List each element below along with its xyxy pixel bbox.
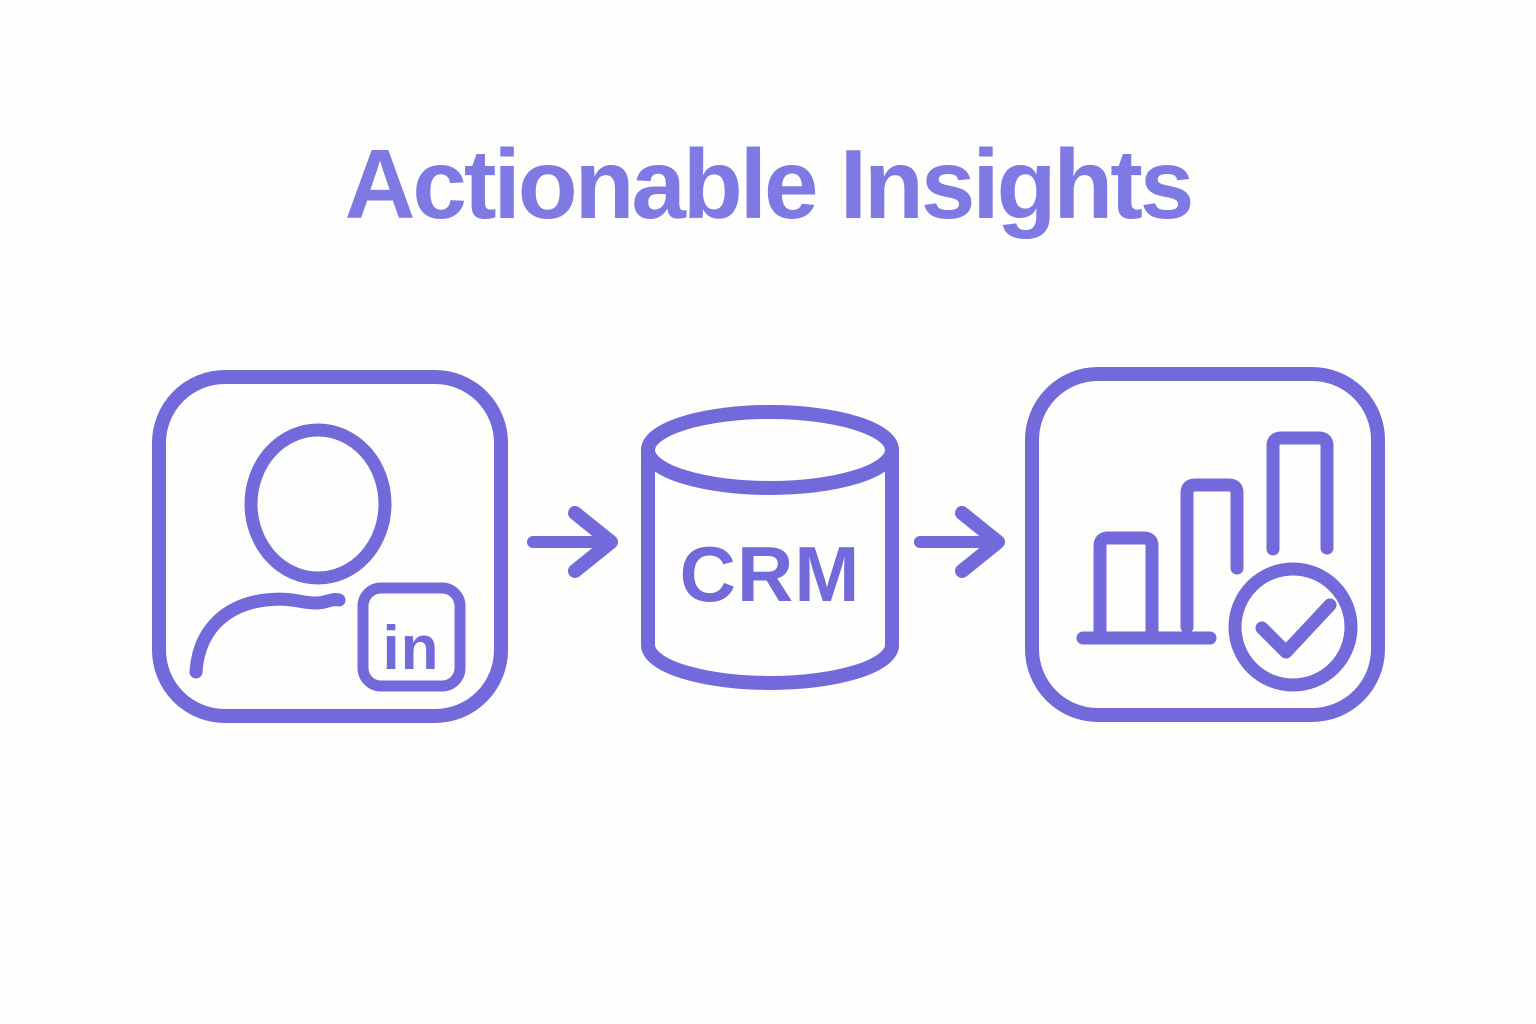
check-circle-icon — [1228, 562, 1358, 692]
person-head-icon — [244, 423, 392, 585]
arrow-right-icon — [527, 506, 618, 578]
arrow-head — [955, 506, 1005, 578]
bar-chart-bar-1 — [1093, 531, 1159, 645]
database-top — [641, 405, 899, 495]
bar-chart-bar-2 — [1180, 478, 1244, 634]
card-outline — [1025, 367, 1385, 722]
arrow-head — [568, 506, 618, 578]
linkedin-badge-label: in — [382, 614, 439, 683]
crm-database-icon: CRM — [641, 405, 899, 690]
crm-label: CRM — [680, 530, 861, 618]
arrow-right-icon — [914, 506, 1005, 578]
linkedin-profile-card-icon: in — [152, 370, 508, 723]
check-mark-icon — [1255, 598, 1337, 659]
page-title: Actionable Insights — [344, 129, 1195, 239]
card-outline — [152, 370, 508, 723]
database-body — [641, 443, 899, 690]
person-shoulder-icon — [189, 592, 346, 679]
analytics-card-icon — [1025, 367, 1385, 722]
linkedin-badge-outline — [357, 582, 466, 692]
bar-chart-bar-3 — [1266, 431, 1334, 556]
